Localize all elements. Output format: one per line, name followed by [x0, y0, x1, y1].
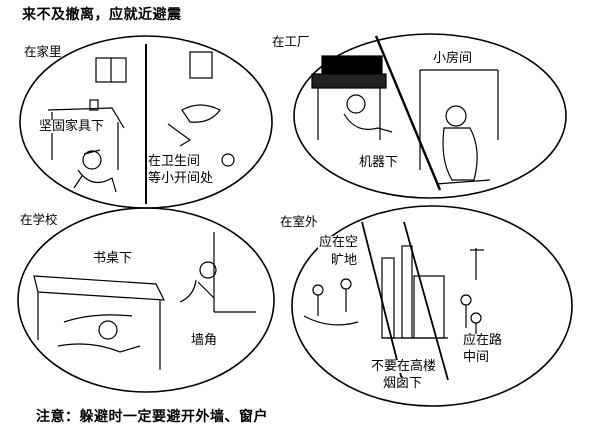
- machine-label: 机器下: [358, 155, 400, 170]
- factory-heading: 在工厂: [272, 34, 310, 49]
- furniture-label: 坚固家具下: [38, 119, 106, 134]
- open-area-label-line1: 应在空: [318, 235, 360, 250]
- tall-building-label-line1: 不要在高楼: [370, 359, 438, 374]
- corner-label: 墙角: [190, 333, 219, 348]
- tall-building-label-line2: 烟囱下: [382, 376, 424, 391]
- open-area-label-line2: 旷地: [330, 253, 359, 268]
- desk-label: 书桌下: [92, 251, 134, 266]
- home-heading: 在家里: [24, 44, 62, 59]
- school-heading: 在学校: [20, 212, 58, 227]
- road-label-line1: 应在路: [462, 333, 504, 348]
- school-scene-drawing: [33, 232, 256, 370]
- outdoor-heading: 在室外: [280, 214, 318, 229]
- bathroom-label-line1: 在卫生间: [147, 154, 202, 169]
- safety-note: 注意：躲避时一定要避开外墙、窗户: [36, 409, 268, 425]
- home-scene-drawing: [47, 44, 235, 204]
- factory-scene-drawing: [311, 35, 499, 191]
- outdoor-scene-drawing: [303, 221, 484, 381]
- factory-scene-outline: [293, 33, 567, 199]
- page-title: 来不及撤离，应就近避震: [22, 7, 182, 23]
- road-label-line2: 中间: [462, 350, 491, 365]
- outdoor-scene-outline: [291, 205, 573, 407]
- school-scene-outline: [17, 207, 275, 393]
- small-room-label: 小房间: [432, 51, 474, 66]
- bathroom-label-line2: 等小开间处: [147, 171, 215, 186]
